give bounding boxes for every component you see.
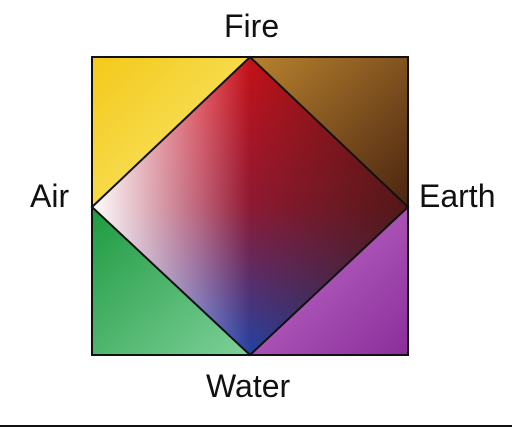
- label-fire: Fire: [224, 8, 280, 44]
- label-earth: Earth: [419, 178, 496, 214]
- label-air: Air: [30, 178, 70, 214]
- label-water: Water: [206, 368, 291, 404]
- central-diamond: [90, 55, 410, 357]
